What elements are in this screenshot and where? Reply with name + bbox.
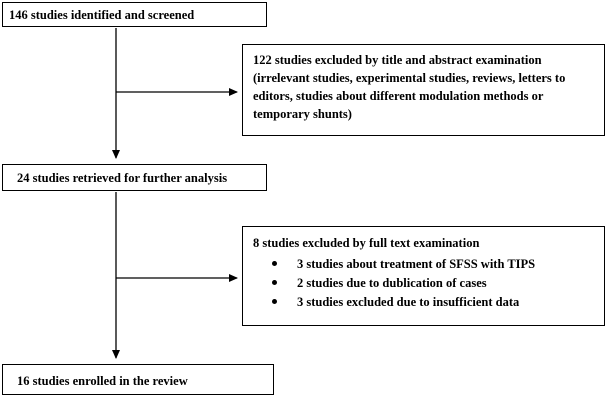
excluded-full-text-heading: 8 studies excluded by full text examinat… xyxy=(253,236,480,250)
list-item: 3 studies about treatment of SFSS with T… xyxy=(253,255,596,274)
retrieved-box: 24 studies retrieved for further analysi… xyxy=(2,164,267,191)
enrolled-box: 16 studies enrolled in the review xyxy=(2,364,274,395)
excluded-full-text-box: 8 studies excluded by full text examinat… xyxy=(242,226,605,326)
list-item: 2 studies due to dublication of cases xyxy=(253,274,596,293)
bullet-icon xyxy=(272,261,277,267)
enrolled-text: 16 studies enrolled in the review xyxy=(17,374,188,388)
exclusion-reasons-list: 3 studies about treatment of SFSS with T… xyxy=(253,255,596,311)
identified-text: 146 studies identified and screened xyxy=(9,8,195,22)
excluded-title-abstract-box: 122 studies excluded by title and abstra… xyxy=(242,44,605,136)
reason-text: 3 studies excluded due to insufficient d… xyxy=(297,294,520,309)
reason-text: 2 studies due to dublication of cases xyxy=(297,275,487,290)
retrieved-text: 24 studies retrieved for further analysi… xyxy=(17,171,228,185)
bullet-icon xyxy=(272,298,277,304)
bullet-icon xyxy=(272,279,277,285)
excluded-title-abstract-text: 122 studies excluded by title and abstra… xyxy=(253,53,566,122)
reason-text: 3 studies about treatment of SFSS with T… xyxy=(297,257,536,272)
identified-box: 146 studies identified and screened xyxy=(2,2,267,27)
list-item: 3 studies excluded due to insufficient d… xyxy=(253,293,596,312)
